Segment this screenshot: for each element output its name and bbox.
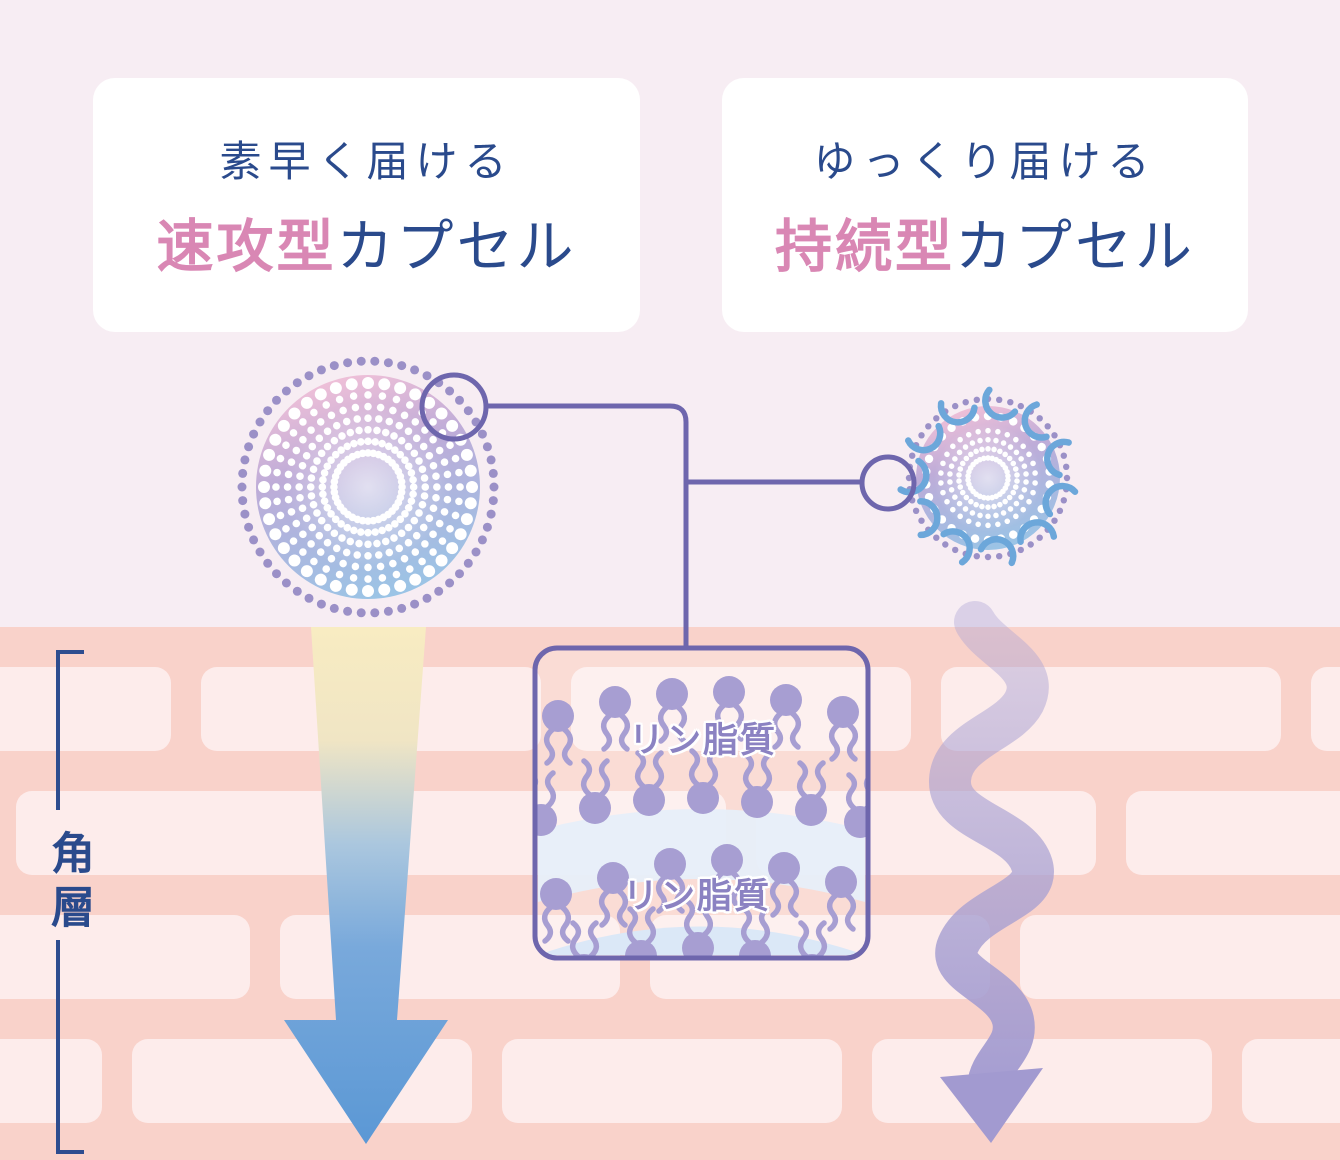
- magnifier-circle-right: [859, 454, 917, 512]
- skin-brick: [872, 1039, 1212, 1123]
- sustained-capsule-title-highlight: 持続型: [775, 214, 955, 279]
- skin-brick: [1311, 667, 1340, 751]
- fast-penetration-arrow: [284, 627, 448, 1144]
- skin-brick: [502, 1039, 842, 1123]
- sustained-capsule-subtitle: ゆっくり届ける: [813, 137, 1157, 185]
- magnifier-circle-left: [419, 372, 489, 442]
- skin-brick: [1126, 791, 1340, 875]
- phospholipid-inset: [532, 645, 871, 961]
- stratum-corneum-label: 角層: [44, 830, 93, 938]
- slow-penetration-arrow: [929, 601, 1054, 1143]
- sustained-capsule-title-suffix: カプセル: [955, 214, 1195, 279]
- inset-border: [532, 645, 871, 961]
- skin-brick: [16, 791, 356, 875]
- skin-brick: [1242, 1039, 1340, 1123]
- skin-brick: [0, 915, 250, 999]
- fast-capsule-title: 速攻型カプセル: [157, 201, 577, 283]
- phospholipid-label-lower: リン脂質: [622, 877, 771, 916]
- phospholipid-label-upper: リン脂質: [628, 721, 777, 760]
- stratum-corneum-bracket: [56, 650, 84, 1154]
- connector-lines: [483, 403, 865, 651]
- skin-brick: [0, 667, 171, 751]
- sustained-capsule-card: ゆっくり届ける 持続型カプセル: [722, 78, 1248, 332]
- sustained-capsule-title: 持続型カプセル: [775, 201, 1195, 283]
- fast-capsule-title-highlight: 速攻型: [156, 214, 337, 279]
- fast-capsule-illustration: [237, 356, 499, 618]
- skin-brick: [1020, 915, 1340, 999]
- skin-brick: [0, 1039, 102, 1123]
- sustained-capsule-illustration: [897, 386, 1079, 567]
- fast-capsule-subtitle: 素早く届ける: [219, 137, 514, 185]
- fast-capsule-card: 素早く届ける 速攻型カプセル: [93, 78, 640, 332]
- fast-capsule-title-suffix: カプセル: [336, 214, 577, 279]
